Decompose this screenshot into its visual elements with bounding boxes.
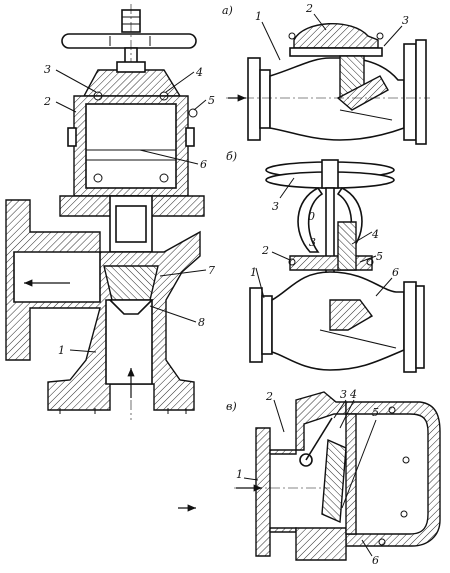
figure-c-callouts: 3 4 5 2 6 1	[250, 177, 399, 299]
callout-c-5: 5	[376, 250, 383, 263]
figure-b-sublabel: а)	[222, 4, 233, 17]
figure-c-sublabel: б)	[226, 150, 237, 163]
figure-a-callouts: 3 2 4 5 6 7 8 1	[43, 63, 215, 357]
figure-d-callouts: 2 3 4 5 1 6	[236, 388, 379, 567]
figure-b-callouts: 1 2 3	[255, 2, 409, 61]
valve-section-b: б) 0 3	[226, 150, 425, 373]
callout-c-4: 4	[371, 228, 379, 241]
valve-section-large	[5, 4, 205, 420]
yoke-label-0: 0	[308, 210, 315, 223]
callout-a-7: 7	[208, 264, 215, 277]
callout-a-5: 5	[208, 94, 215, 107]
callout-a-6: 6	[200, 158, 207, 171]
callout-d-1: 1	[236, 468, 243, 481]
callout-c-6: 6	[392, 266, 399, 279]
callout-c-1: 1	[250, 266, 257, 279]
yoke-label-3: 3	[309, 236, 316, 249]
valve-section-a: а)	[222, 4, 430, 145]
callout-d-5: 5	[372, 406, 379, 419]
callout-d-3: 3	[340, 388, 347, 401]
callout-c-3: 3	[272, 200, 279, 213]
callout-a-2: 2	[43, 95, 51, 108]
figure-d-sublabel: в)	[226, 400, 237, 413]
callout-d-6: 6	[372, 554, 379, 567]
callout-a-1: 1	[58, 344, 65, 357]
callout-b-2: 2	[305, 2, 313, 15]
callout-d-2: 2	[265, 390, 273, 403]
callout-a-8: 8	[198, 316, 205, 329]
callout-a-3: 3	[44, 63, 51, 76]
callout-b-3: 3	[402, 14, 409, 27]
callout-d-4: 4	[349, 388, 357, 401]
valve-section-c: в)	[178, 391, 441, 561]
callout-a-4: 4	[195, 66, 203, 79]
callout-b-1: 1	[255, 10, 262, 23]
callout-c-2: 2	[261, 244, 269, 257]
